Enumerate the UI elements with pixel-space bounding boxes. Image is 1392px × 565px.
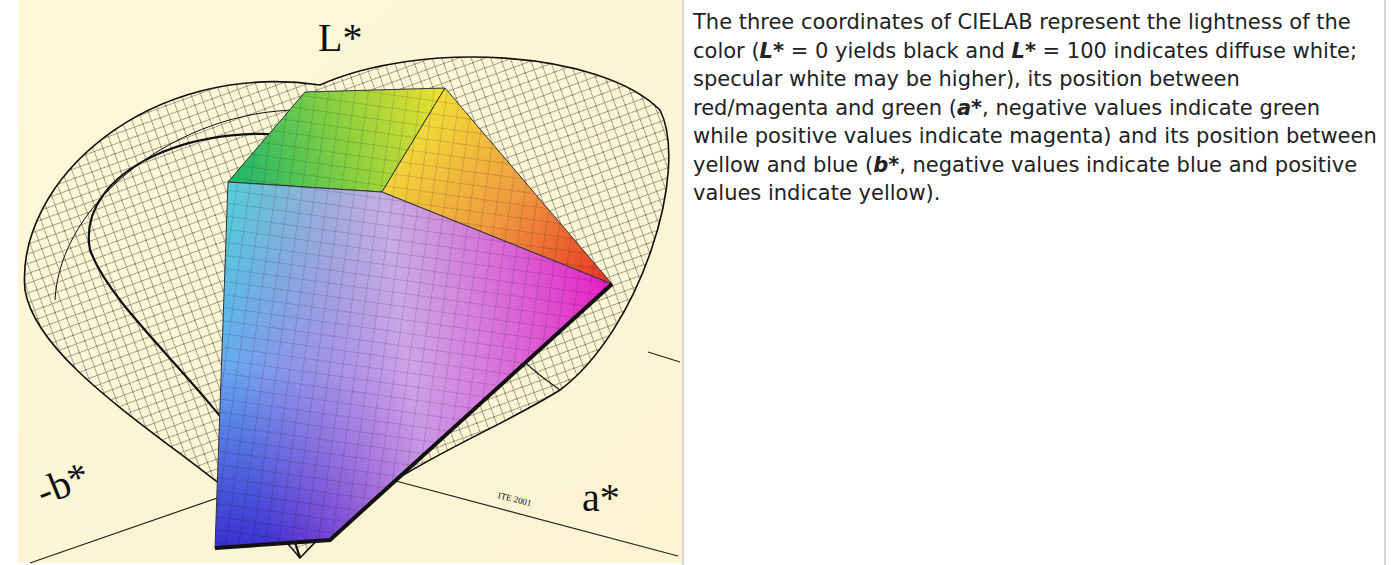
- a-axis: [362, 472, 678, 556]
- cell-border: [1384, 0, 1386, 565]
- b-axis-stub: [648, 352, 680, 362]
- axis-label: a*: [582, 474, 620, 521]
- cell-border: [682, 0, 684, 565]
- solid-front-face: [215, 182, 612, 548]
- solid-front-tint: [215, 182, 612, 548]
- solid-edge: [215, 284, 612, 548]
- gamut-envelope: [24, 57, 668, 558]
- solid-front-grid: [215, 182, 612, 548]
- axis-label: L*: [318, 14, 362, 61]
- description-text: The three coordinates of CIELAB represen…: [693, 8, 1379, 208]
- image-ground: [18, 0, 682, 563]
